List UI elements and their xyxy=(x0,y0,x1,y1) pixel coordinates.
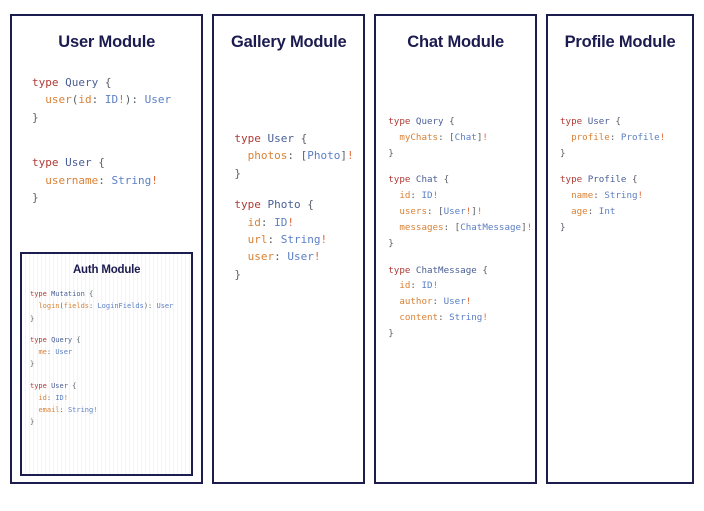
schema-type-block: type Profile { name: String! age: Int } xyxy=(560,174,644,233)
card-title-auth-module: Auth Module xyxy=(72,264,141,276)
schema-type-block: type User { username: String! } xyxy=(32,156,158,204)
schema-type-block: type Chat { id: ID! users: [User!]! mess… xyxy=(388,174,533,249)
card-title-chat-module: Chat Module xyxy=(407,33,505,51)
card-title-profile-module: Profile Module xyxy=(564,33,676,51)
card-chat-module[interactable]: Chat Module type Query { myChats: [Chat]… xyxy=(374,14,538,484)
card-gallery-module[interactable]: Gallery Module type User { photos: [Phot… xyxy=(212,14,366,484)
schema-code-gallery-module: type User { photos: [Photo]! } type Photo… xyxy=(234,130,363,283)
schema-type-block: type ChatMessage { id: ID! author: User!… xyxy=(388,264,488,339)
schema-code-chat-module: type Query { myChats: [Chat]! } type Chat… xyxy=(388,114,535,342)
schema-type-block: type Query { me: User } xyxy=(30,335,81,369)
schema-code-profile-module: type User { profile: Profile! } type Prof… xyxy=(560,114,692,236)
schema-type-block: type Query { user(id: ID!): User } xyxy=(32,76,172,124)
schema-code-user-module: type Query { user(id: ID!): User } type U… xyxy=(32,74,201,206)
module-board: User Module type Query { user(id: ID!): … xyxy=(10,14,694,484)
card-title-user-module: User Module xyxy=(58,33,156,51)
card-title-gallery-module: Gallery Module xyxy=(231,33,347,51)
schema-type-block: type Query { myChats: [Chat]! } xyxy=(388,116,488,159)
schema-type-block: type Photo { id: ID! url: String! user: … xyxy=(234,198,328,281)
card-auth-module[interactable]: Auth Module type Mutation { login(fields… xyxy=(20,252,194,476)
schema-type-block: type Mutation { login(fields: LoginField… xyxy=(30,290,174,323)
schema-type-block: type User { profile: Profile! } xyxy=(560,116,666,159)
card-profile-module[interactable]: Profile Module type User { profile: Prof… xyxy=(546,14,694,484)
schema-type-block: type User { id: ID! email: String! } xyxy=(30,381,98,427)
card-user-module[interactable]: User Module type Query { user(id: ID!): … xyxy=(10,14,204,484)
schema-code-auth-module: type Mutation { login(fields: LoginField… xyxy=(30,288,191,429)
schema-type-block: type User { photos: [Photo]! } xyxy=(234,132,354,180)
